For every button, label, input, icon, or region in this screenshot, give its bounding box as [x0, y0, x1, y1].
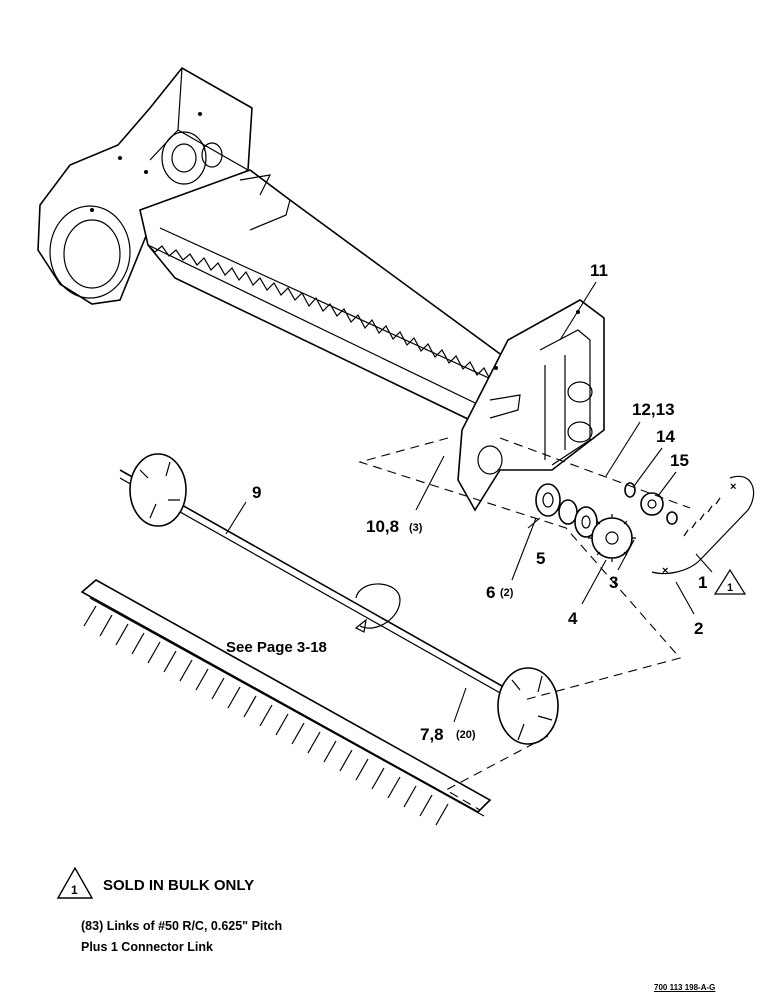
small-sprocket [640, 492, 664, 516]
callout-3: 3 [609, 573, 618, 592]
callout-15: 15 [670, 451, 689, 470]
bearing-flange [535, 483, 561, 517]
callout-10-8: 10,8 [366, 517, 399, 536]
svg-text:1: 1 [71, 883, 78, 897]
note-triangle-icon: 1 [56, 866, 94, 899]
note-heading: SOLD IN BULK ONLY [103, 877, 255, 894]
drawing-number: 700 113 198-A-G [654, 983, 716, 992]
svg-text:×: × [730, 481, 736, 493]
bearing [558, 499, 598, 538]
auger-trough [139, 169, 523, 421]
tine-bar [80, 579, 492, 826]
see-page-reference: See Page 3-18 [226, 639, 327, 656]
shaft-with-discs [119, 453, 559, 745]
leader-lines [225, 281, 713, 723]
callout-7-8-qty: (20) [456, 729, 476, 741]
callout-7-8: 7,8 [420, 725, 444, 744]
callout-14: 14 [656, 427, 675, 446]
callout-1: 1 [698, 573, 707, 592]
callout-2: 2 [694, 619, 703, 638]
drive-sprocket [588, 514, 636, 562]
callout-labels: 11 12,13 14 15 9 10,8 (3) 5 6 (2) 3 4 2 … [226, 261, 707, 744]
callout-10-8-qty: (3) [409, 522, 423, 534]
callout-5: 5 [536, 549, 545, 568]
side-plate-assembly [457, 299, 605, 512]
note-line-2: Plus 1 Connector Link [81, 940, 213, 954]
callout-11: 11 [590, 261, 608, 280]
callout-6: 6 [486, 583, 495, 602]
callout-9: 9 [252, 483, 261, 502]
callout-12-13: 12,13 [632, 400, 675, 419]
note-flag-triangle: 1 [713, 568, 747, 595]
gearbox-housing [37, 66, 253, 305]
note-line-1: (83) Links of #50 R/C, 0.625" Pitch [81, 919, 283, 933]
callout-6-qty: (2) [500, 587, 514, 599]
svg-text:×: × [662, 565, 668, 577]
roller-chain: × × [651, 475, 755, 577]
callout-4: 4 [568, 609, 578, 628]
svg-text:1: 1 [727, 582, 733, 594]
